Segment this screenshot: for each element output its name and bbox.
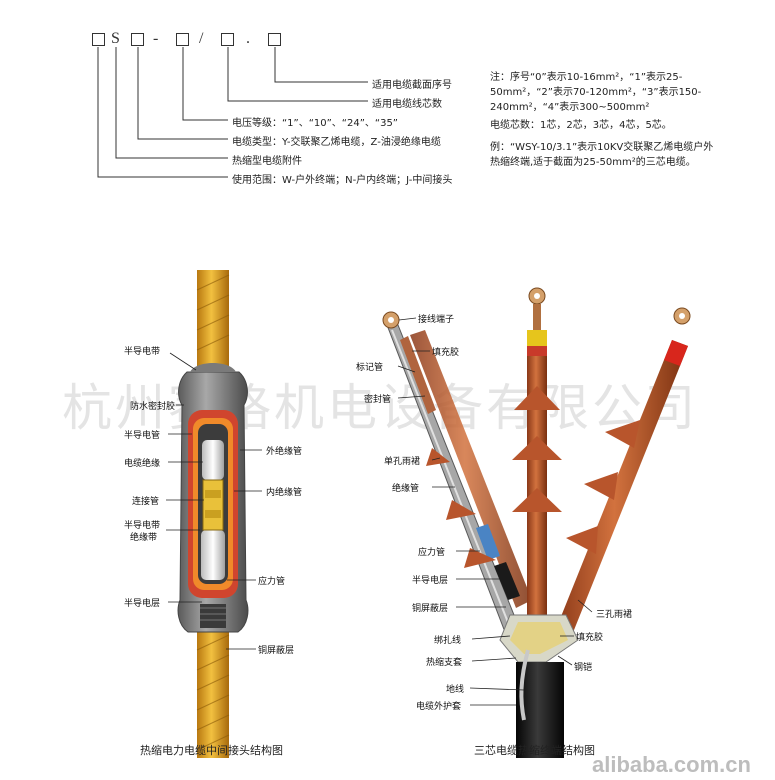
joint-leaders (166, 352, 262, 650)
joint-label-semi-tube: 半导电管 (124, 431, 161, 441)
note-example: 例：“WSY-10/3.1”表示10KV交联聚乙烯电缆户外热缩终端,适于截面为2… (490, 142, 714, 168)
code-char-slash: / (199, 30, 204, 47)
term-label-armor: 钢铠 (574, 663, 593, 673)
joint-label-semi-layer: 半导电层 (124, 599, 161, 609)
code-desc-usage: 使用范围：W-户外终端；N-户内终端；J-中间接头 (232, 175, 453, 186)
joint-label-inner-tube: 内绝缘管 (266, 488, 303, 498)
term-label-binding: 绑扎线 (434, 636, 462, 646)
term-label-filler-bottom: 填充胶 (576, 633, 604, 643)
joint-caption: 热缩电力电缆中间接头结构图 (140, 744, 283, 757)
term-label-outer-sheath: 电缆外护套 (416, 702, 462, 712)
joint-label-semi-tape2: 半导电带 (124, 521, 161, 531)
term-label-heat-sleeve: 热缩支套 (426, 658, 463, 668)
term-label-lug: 接线端子 (418, 315, 455, 325)
term-label-filler-top: 填充胶 (432, 348, 460, 358)
termination-drawing (382, 287, 691, 758)
term-label-copper-shield: 铜屏蔽层 (412, 604, 449, 614)
termination-leaders (397, 317, 593, 706)
term-label-semi-layer: 半导电层 (412, 576, 449, 586)
code-char-dash: - (153, 30, 159, 47)
footer-watermark: alibaba.com.cn (592, 752, 751, 777)
term-label-seal: 密封管 (364, 395, 392, 405)
watermark-text: 杭州赛格机电设备有限公司 (62, 379, 698, 437)
joint-label-copper-shield: 铜屏蔽层 (258, 646, 295, 656)
joint-label-insul-tape: 绝缘带 (130, 533, 158, 543)
joint-label-connector: 连接管 (132, 497, 160, 507)
joint-label-stress-tube: 应力管 (258, 577, 286, 587)
joint-drawing (177, 270, 249, 758)
code-desc-voltage: 电压等级：“1”、“10”、“24”、“35” (232, 118, 398, 129)
term-label-ground: 地线 (446, 685, 465, 695)
code-box-4 (221, 33, 234, 46)
code-box-3 (176, 33, 189, 46)
code-desc-heat-shrink: 热缩型电缆附件 (232, 156, 302, 167)
joint-label-outer-tube: 外绝缘管 (266, 447, 303, 457)
code-box-5 (268, 33, 281, 46)
term-label-marker: 标记管 (356, 363, 384, 373)
joint-label-semi-tape-top: 半导电带 (124, 347, 161, 357)
termination-caption: 三芯电缆热缩终端结构图 (474, 744, 595, 757)
code-box-1 (92, 33, 105, 46)
code-char-dot: . (246, 30, 250, 47)
code-desc-section: 适用电缆截面序号 (372, 80, 452, 91)
joint-label-waterproof: 防水密封胶 (130, 402, 176, 412)
code-bracket-lines (97, 47, 368, 178)
code-box-2 (131, 33, 144, 46)
code-char-s: S (111, 30, 120, 47)
joint-label-cable-insul: 电缆绝缘 (124, 459, 161, 469)
term-label-stress-tube: 应力管 (418, 548, 446, 558)
term-label-single-skirt: 单孔雨裙 (384, 457, 421, 467)
term-label-triple-skirt: 三孔雨裙 (596, 610, 633, 620)
note-section-sizes: 注：序号“0”表示10-16mm²，“1”表示25-50mm²，“2”表示70-… (490, 72, 702, 113)
note-core-count: 电缆芯数：1芯，2芯，3芯，4芯，5芯。 (490, 120, 672, 131)
code-desc-cable-type: 电缆类型：Y-交联聚乙烯电缆，Z-油浸绝缘电缆 (232, 137, 441, 148)
term-label-insul-tube: 绝缘管 (392, 484, 420, 494)
code-desc-cores: 适用电缆线芯数 (372, 99, 442, 110)
